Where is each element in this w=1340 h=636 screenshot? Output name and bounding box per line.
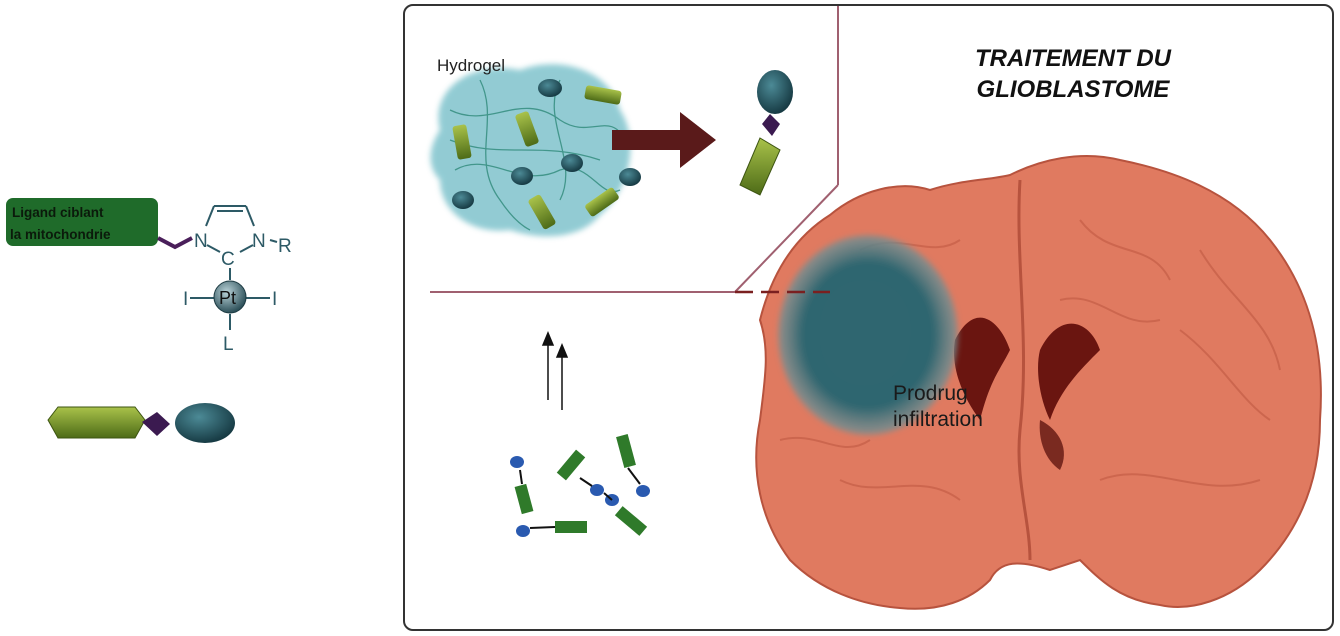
title-line1: TRAITEMENT DU — [975, 45, 1172, 72]
free-prodrugs — [510, 433, 650, 537]
ligand-l: L — [223, 334, 234, 355]
hydrogel-label: Hydrogel — [437, 56, 505, 75]
linker-bond — [157, 236, 193, 250]
platinum-atom — [213, 280, 247, 314]
substituent-r: R — [278, 236, 292, 257]
pt-nhc-complex: Ligand ciblant la mitochondrie N N C R P… — [6, 198, 292, 355]
hydrogel — [430, 64, 641, 237]
atom-pt: Pt — [219, 288, 236, 308]
prodrug-label-line2: infiltration — [893, 408, 983, 431]
ligand-box — [6, 198, 158, 246]
title-line2: GLIOBLASTOME — [977, 76, 1171, 103]
iodide-left: I — [183, 289, 188, 310]
ligand-label-line1: Ligand ciblant — [12, 205, 104, 220]
inset-lines — [430, 6, 839, 294]
ligand-label-line2: la mitochondrie — [10, 227, 111, 242]
imidazole-ring — [190, 205, 278, 330]
iodide-right: I — [272, 289, 277, 310]
atom-n2: N — [252, 231, 266, 252]
release-arrow — [612, 112, 716, 168]
atom-n1: N — [194, 231, 208, 252]
self-assembly-arrows — [541, 331, 569, 410]
released-prodrug — [739, 70, 793, 196]
prodrug-icon-left — [47, 403, 235, 443]
hydrogel-prodrugs — [452, 79, 641, 230]
atom-c: C — [221, 249, 235, 270]
tumor — [778, 235, 958, 435]
prodrug-label-line1: Prodrug — [893, 382, 968, 405]
